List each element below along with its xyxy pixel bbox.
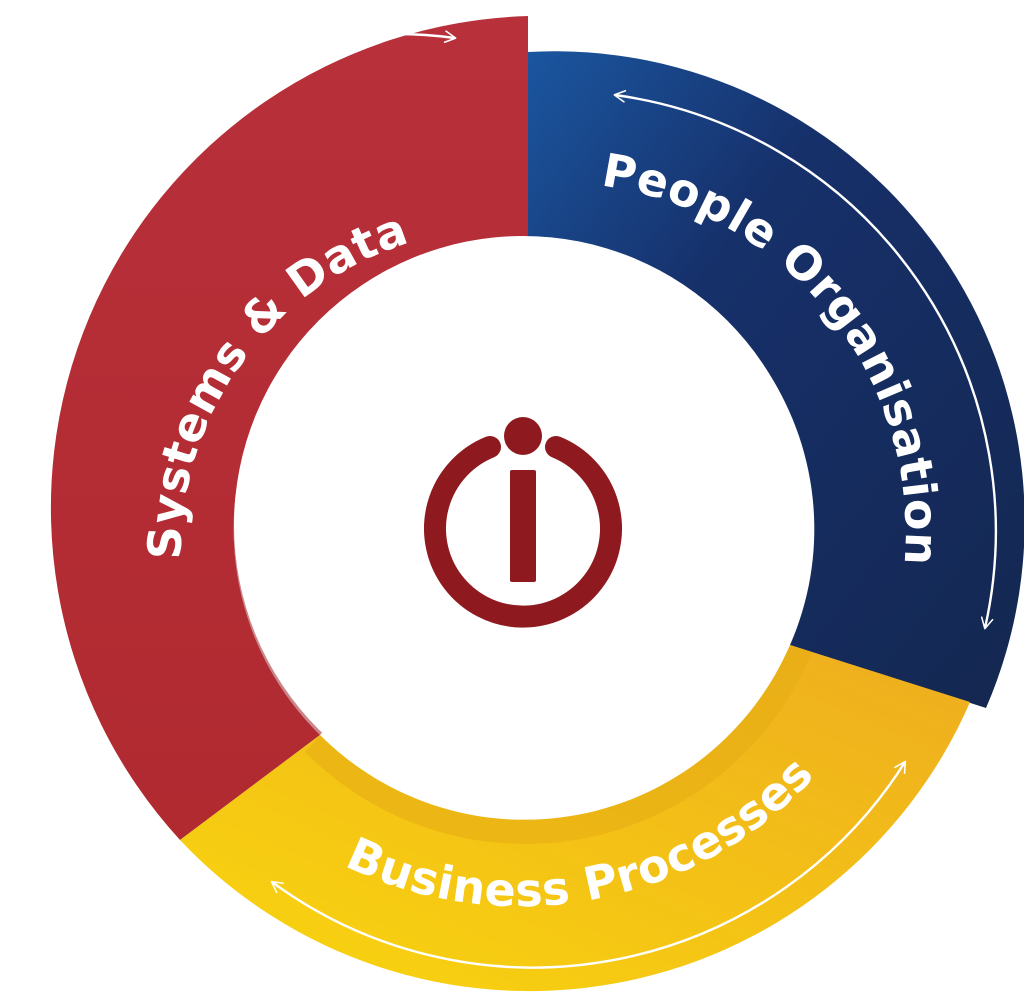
arrow-people-organisation bbox=[613, 90, 997, 630]
arrow-business-processes bbox=[270, 760, 907, 969]
arrow-systems-data bbox=[0, 30, 457, 817]
